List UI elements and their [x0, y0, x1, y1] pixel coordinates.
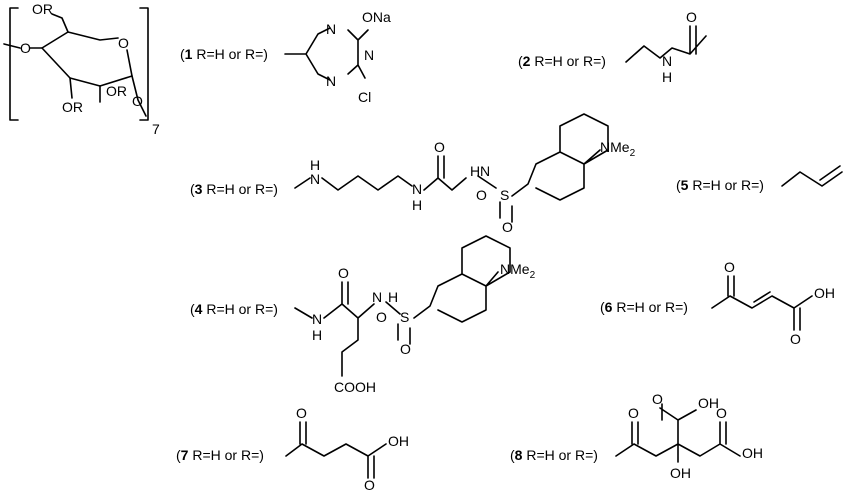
compound-2: (2 R=H or R=) O N H: [518, 9, 707, 85]
compound-4-nme2: NMe2: [500, 261, 536, 281]
compound-8-label: (8 R=H or R=): [510, 447, 598, 463]
left-bracket: [9, 7, 19, 121]
or-bond-1: [69, 77, 73, 99]
compound-3-n1: N: [310, 171, 320, 187]
compound-4-label: (4 R=H or R=): [190, 301, 278, 317]
compound-7-label: (7 R=H or R=): [176, 447, 264, 463]
compound-1-cl: Cl: [358, 89, 371, 105]
compound-1-n2: N: [326, 73, 336, 89]
compound-4-o1: O: [376, 309, 387, 325]
compound-3: (3 R=H or R=) H N N H O H N S O O NMe2: [190, 113, 636, 235]
compound-7-oh: OH: [388, 433, 409, 449]
compound-4: (4 R=H or R=) O N H N H S O O COOH NMe2: [190, 235, 536, 395]
compound-7-o2: O: [364, 477, 375, 492]
core-label-or-bottom: OR: [62, 99, 83, 115]
compound-8-oh1: OH: [698, 395, 719, 411]
compound-7-bonds: [285, 421, 387, 479]
compound-8-oh2: OH: [670, 465, 691, 481]
compound-7: (7 R=H or R=) O OH O: [176, 405, 409, 492]
compound-3-nme2: NMe2: [600, 139, 636, 159]
compound-1-label: (1 R=H or R=): [180, 46, 268, 62]
compound-6-bonds: [711, 275, 813, 331]
compound-8-o1: O: [652, 391, 663, 407]
compound-3-h3: H: [470, 163, 480, 179]
core-label-o-ring: O: [118, 35, 129, 51]
compound-2-o: O: [686, 9, 697, 25]
compound-3-n3: N: [480, 163, 490, 179]
core-label-o-left: O: [20, 40, 31, 56]
compound-8-bonds: [615, 403, 741, 463]
compound-8-o: O: [628, 405, 639, 421]
compound-5-bonds: [781, 165, 843, 187]
compound-4-cooh: COOH: [334, 379, 376, 395]
right-bracket: [139, 7, 149, 121]
compound-2-h: H: [662, 69, 672, 85]
compound-1-bonds: [284, 27, 369, 81]
core-label-or-top: OR: [32, 1, 53, 17]
compound-5: (5 R=H or R=): [676, 165, 843, 193]
compound-4-o2: O: [400, 341, 411, 357]
cyclodextrin-unit: OR O O OR OR O 7: [3, 1, 160, 137]
compound-3-o1: O: [476, 187, 487, 203]
compound-3-o2: O: [502, 219, 513, 235]
compound-4-n1: N: [312, 311, 322, 327]
compound-4-s: S: [400, 309, 409, 325]
compound-4-n2: N: [372, 289, 382, 305]
compound-3-s: S: [500, 187, 509, 203]
compound-3-bonds: [294, 113, 609, 223]
compound-5-label: (5 R=H or R=): [676, 177, 764, 193]
compound-3-n2: N: [412, 181, 422, 197]
compound-2-bonds: [625, 25, 707, 63]
compound-3-label: (3 R=H or R=): [190, 181, 278, 197]
compound-8-o2: O: [716, 405, 727, 421]
compound-6: (6 R=H or R=) O OH O: [600, 259, 835, 347]
repeat-count: 7: [152, 121, 160, 137]
compound-4-h2: H: [388, 289, 398, 305]
compound-1-ona: ONa: [362, 9, 391, 25]
compound-2-n: N: [662, 53, 672, 69]
compound-2-label: (2 R=H or R=): [518, 53, 606, 69]
left-link-bond: [3, 43, 43, 49]
core-label-o-anomeric: O: [132, 93, 143, 109]
compound-3-h1: H: [310, 157, 320, 173]
compound-3-h2: H: [412, 197, 422, 213]
core-label-or-right: OR: [106, 83, 127, 99]
compound-6-o2: O: [790, 331, 801, 347]
compound-6-o: O: [724, 259, 735, 275]
compound-1: (1 R=H or R=) ONa N N N Cl: [180, 9, 391, 105]
compound-4-bonds: [294, 235, 511, 377]
anomeric-bond: [131, 75, 147, 117]
compound-6-label: (6 R=H or R=): [600, 299, 688, 315]
compound-7-o: O: [296, 405, 307, 421]
compound-4-h1: H: [312, 327, 322, 343]
compound-3-o: O: [434, 139, 445, 155]
ch2-bond: [51, 13, 69, 33]
compound-8-oh3: OH: [742, 445, 763, 461]
compound-1-n1: N: [326, 21, 336, 37]
compound-1-n3: N: [364, 47, 374, 63]
compound-4-o: O: [338, 265, 349, 281]
compound-6-oh: OH: [814, 285, 835, 301]
compound-8: (8 R=H or R=) O O OH OH O OH: [510, 391, 763, 481]
